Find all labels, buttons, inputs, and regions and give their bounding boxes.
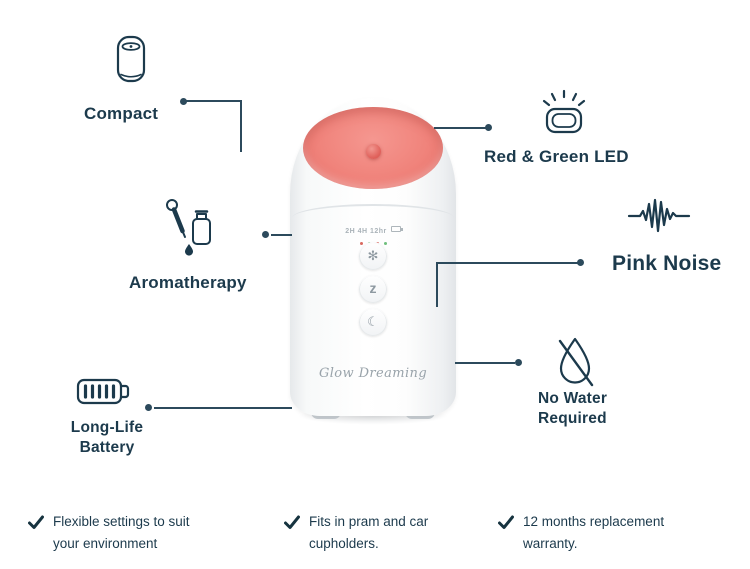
device-seam bbox=[292, 204, 454, 220]
device-nozzle bbox=[365, 143, 381, 159]
callout-dot-pink-noise bbox=[577, 259, 584, 266]
light-button-icon: ✻ bbox=[367, 248, 379, 263]
device-sleep-button: ☾ bbox=[359, 308, 387, 336]
callout-dot-battery bbox=[145, 404, 152, 411]
led-light-icon bbox=[542, 89, 586, 134]
pink-noise-label: Pink Noise bbox=[612, 252, 722, 275]
check-icon bbox=[498, 515, 514, 529]
battery-label: Long-Life Battery bbox=[70, 419, 144, 457]
check-icon bbox=[28, 515, 44, 529]
checklist-text: Fits in pram and car cupholders. bbox=[309, 514, 429, 551]
aromatherapy-dropper-icon bbox=[166, 199, 211, 256]
checklist-text: 12 months replacement warranty. bbox=[523, 514, 665, 551]
callout-dot-compact bbox=[180, 98, 187, 105]
indicator-dot bbox=[383, 242, 387, 245]
no-water-drop-icon bbox=[558, 337, 594, 387]
device-light-button: ✻ bbox=[359, 242, 387, 270]
device: 2H 4H 12hr ✻ z ☾ Glow Dreaming bbox=[290, 98, 456, 416]
callout-line-battery bbox=[154, 407, 292, 409]
device-brand-text: Glow Dreaming bbox=[318, 366, 428, 381]
battery-icon bbox=[76, 378, 130, 405]
callout-line-aromatherapy bbox=[271, 234, 292, 236]
led-label: Red & Green LED bbox=[484, 147, 629, 166]
sound-button-icon: z bbox=[369, 280, 377, 296]
checklist-text: Flexible settings to suit your environme… bbox=[53, 514, 190, 551]
checklist-item-cupholders: Fits in pram and car cupholders. bbox=[284, 511, 469, 554]
callout-line-led bbox=[434, 127, 486, 129]
timer-text: 2H 4H 12hr bbox=[345, 228, 387, 235]
no-water-label: No Water Required bbox=[538, 390, 608, 428]
device-mist-opening bbox=[303, 107, 443, 189]
check-icon bbox=[284, 515, 300, 529]
sleep-button-icon: ☾ bbox=[367, 314, 379, 329]
callout-line-compact-vertical bbox=[240, 100, 242, 152]
compact-device-icon bbox=[116, 35, 146, 83]
callout-line-pink-noise bbox=[436, 262, 579, 264]
callout-dot-no-water bbox=[515, 359, 522, 366]
callout-line-no-water bbox=[455, 362, 515, 364]
pink-noise-wave-icon bbox=[627, 198, 691, 233]
callout-line-pink-noise-vertical bbox=[436, 262, 438, 307]
callout-dot-aromatherapy bbox=[262, 231, 269, 238]
compact-label: Compact bbox=[84, 104, 159, 123]
callout-dot-led bbox=[485, 124, 492, 131]
device-sound-button: z bbox=[359, 275, 387, 303]
aromatherapy-label: Aromatherapy bbox=[129, 273, 247, 292]
checklist-item-settings: Flexible settings to suit your environme… bbox=[28, 511, 218, 554]
display-battery-icon bbox=[390, 226, 403, 232]
indicator-dot bbox=[359, 242, 363, 245]
callout-line-compact bbox=[184, 100, 242, 102]
checklist-item-warranty: 12 months replacement warranty. bbox=[498, 511, 698, 554]
